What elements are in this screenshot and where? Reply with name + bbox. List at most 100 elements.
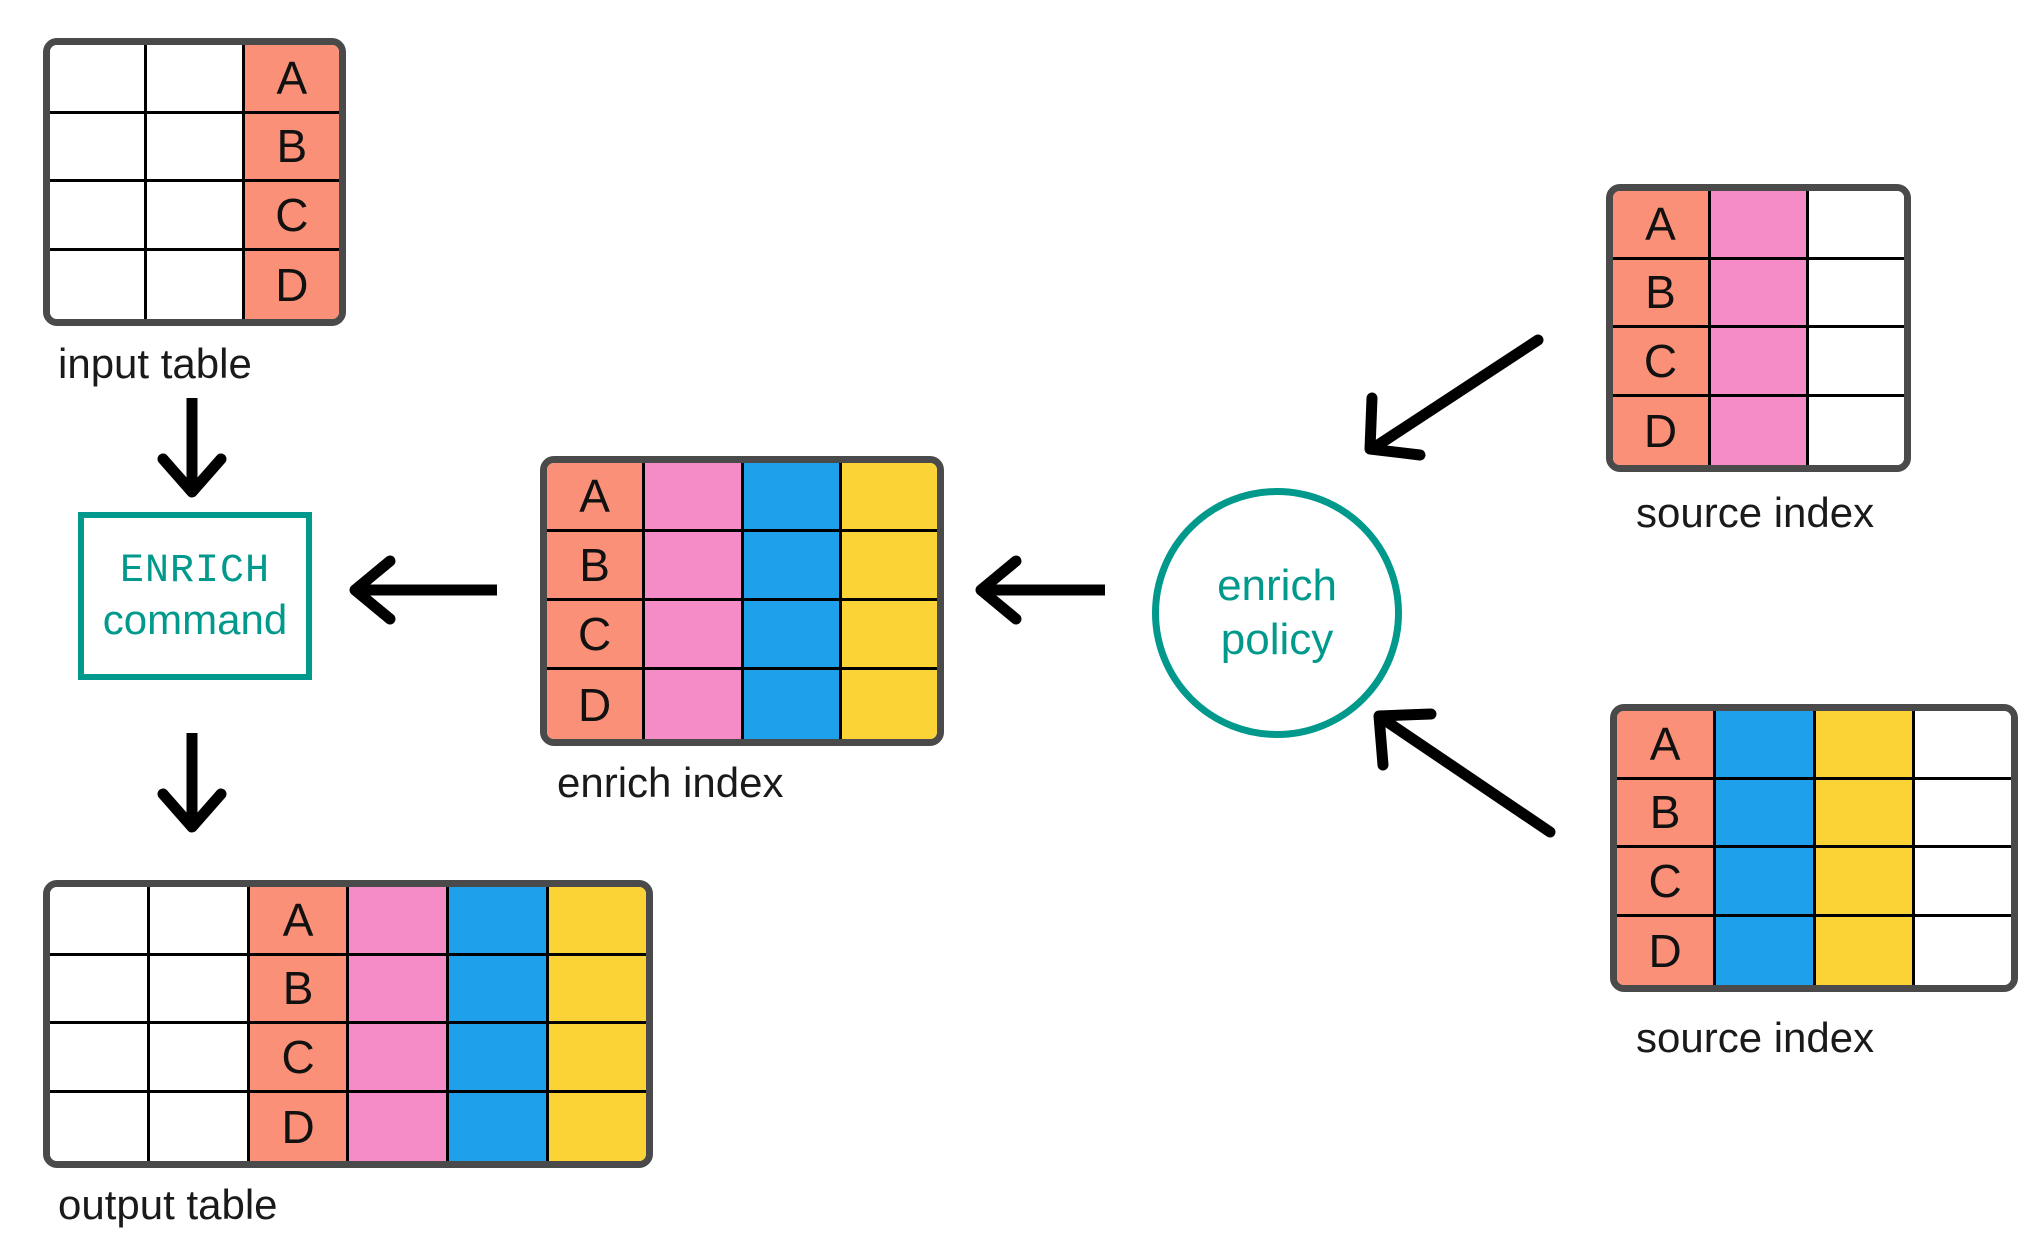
table-cell xyxy=(1914,916,2011,985)
enrich-command-keyword: ENRICH xyxy=(119,548,271,594)
table-row: B xyxy=(1613,259,1904,328)
table-cell xyxy=(1711,396,1809,465)
source-index-bottom-table: A B C D xyxy=(1610,704,2018,992)
table-cell-match-key: A xyxy=(1617,711,1717,780)
table-cell-match-key: D xyxy=(547,670,646,739)
table-cell-match-key: C xyxy=(244,182,339,251)
enrich-index-caption: enrich index xyxy=(557,759,784,806)
table-cell xyxy=(841,463,937,532)
table-row: C xyxy=(547,601,937,670)
source-index-bottom-caption: source index xyxy=(1636,1014,1875,1061)
table-cell xyxy=(1711,328,1809,397)
table-cell xyxy=(1914,848,2011,917)
table-row: D xyxy=(547,670,937,739)
arrow-source-index-top-to-policy-icon xyxy=(1364,334,1544,461)
table-cell-match-key: D xyxy=(249,1092,350,1161)
table-row: C xyxy=(50,182,339,251)
table-row: A xyxy=(50,45,339,114)
table-cell xyxy=(645,670,744,739)
table-cell-match-key: B xyxy=(547,532,646,601)
table-cell-match-key: C xyxy=(249,1024,350,1093)
table-row: D xyxy=(1613,396,1904,465)
table-cell xyxy=(841,601,937,670)
output-table: A B C D xyxy=(43,880,653,1168)
table-cell xyxy=(50,250,148,319)
table-cell xyxy=(841,532,937,601)
table-cell xyxy=(1815,711,1915,780)
arrow-input-to-command-icon xyxy=(157,398,227,498)
table-cell xyxy=(645,532,744,601)
table-cell-match-key: C xyxy=(1613,328,1711,397)
table-cell xyxy=(349,1092,450,1161)
table-cell xyxy=(1716,779,1816,848)
table-cell xyxy=(349,955,450,1024)
table-cell xyxy=(1716,711,1816,780)
table-cell xyxy=(149,1092,250,1161)
table-row: C xyxy=(1617,848,2011,917)
table-cell xyxy=(645,601,744,670)
table-cell xyxy=(50,113,148,182)
table-row: A xyxy=(50,887,646,956)
input-table-caption: input table xyxy=(58,340,252,387)
table-row: B xyxy=(1617,779,2011,848)
table-row: B xyxy=(50,113,339,182)
table-row: A xyxy=(1617,711,2011,780)
table-row: C xyxy=(50,1024,646,1093)
table-cell xyxy=(1809,328,1904,397)
table-cell xyxy=(1711,191,1809,260)
table-cell-match-key: A xyxy=(1613,191,1711,260)
table-cell xyxy=(149,887,250,956)
table-cell xyxy=(50,1092,150,1161)
table-cell xyxy=(743,601,842,670)
enrich-policy-line-2: policy xyxy=(1220,615,1334,664)
table-cell xyxy=(645,463,744,532)
table-cell-match-key: B xyxy=(1613,259,1711,328)
enrich-command-word: command xyxy=(102,595,288,643)
table-cell xyxy=(147,250,245,319)
enrich-policy-node[interactable]: enrich policy xyxy=(1152,488,1402,738)
table-cell-match-key: B xyxy=(249,955,350,1024)
table-cell xyxy=(449,1024,550,1093)
table-cell xyxy=(1815,916,1915,985)
table-cell xyxy=(1809,259,1904,328)
table-cell-match-key: D xyxy=(244,250,339,319)
table-cell-match-key: A xyxy=(547,463,646,532)
table-cell xyxy=(50,182,148,251)
table-cell-match-key: C xyxy=(547,601,646,670)
table-cell-match-key: A xyxy=(249,887,350,956)
table-cell xyxy=(1711,259,1809,328)
table-cell xyxy=(349,1024,450,1093)
table-cell xyxy=(449,955,550,1024)
table-cell xyxy=(50,1024,150,1093)
table-cell xyxy=(841,670,937,739)
table-cell xyxy=(1815,779,1915,848)
table-cell xyxy=(743,532,842,601)
table-cell-match-key: A xyxy=(244,45,339,114)
table-row: A xyxy=(547,463,937,532)
table-row: B xyxy=(50,955,646,1024)
table-cell xyxy=(449,887,550,956)
table-cell-match-key: D xyxy=(1617,916,1717,985)
table-cell-match-key: D xyxy=(1613,396,1711,465)
arrow-command-to-output-icon xyxy=(157,733,227,833)
table-cell xyxy=(147,113,245,182)
table-row: D xyxy=(50,1092,646,1161)
table-row: B xyxy=(547,532,937,601)
table-cell xyxy=(349,887,450,956)
enrich-command-box[interactable]: ENRICH command xyxy=(78,512,312,680)
table-row: C xyxy=(1613,328,1904,397)
table-cell xyxy=(549,887,646,956)
table-cell xyxy=(1716,848,1816,917)
table-cell xyxy=(50,45,148,114)
arrow-policy-to-enrich-index-icon xyxy=(975,555,1105,625)
input-table: A B C D xyxy=(43,38,346,326)
output-table-caption: output table xyxy=(58,1181,278,1228)
table-row: A xyxy=(1613,191,1904,260)
table-cell xyxy=(549,955,646,1024)
table-row: D xyxy=(50,250,339,319)
table-cell xyxy=(1716,916,1816,985)
source-index-top-table: A B C D xyxy=(1606,184,1911,472)
table-cell-match-key: B xyxy=(1617,779,1717,848)
table-cell xyxy=(1809,191,1904,260)
